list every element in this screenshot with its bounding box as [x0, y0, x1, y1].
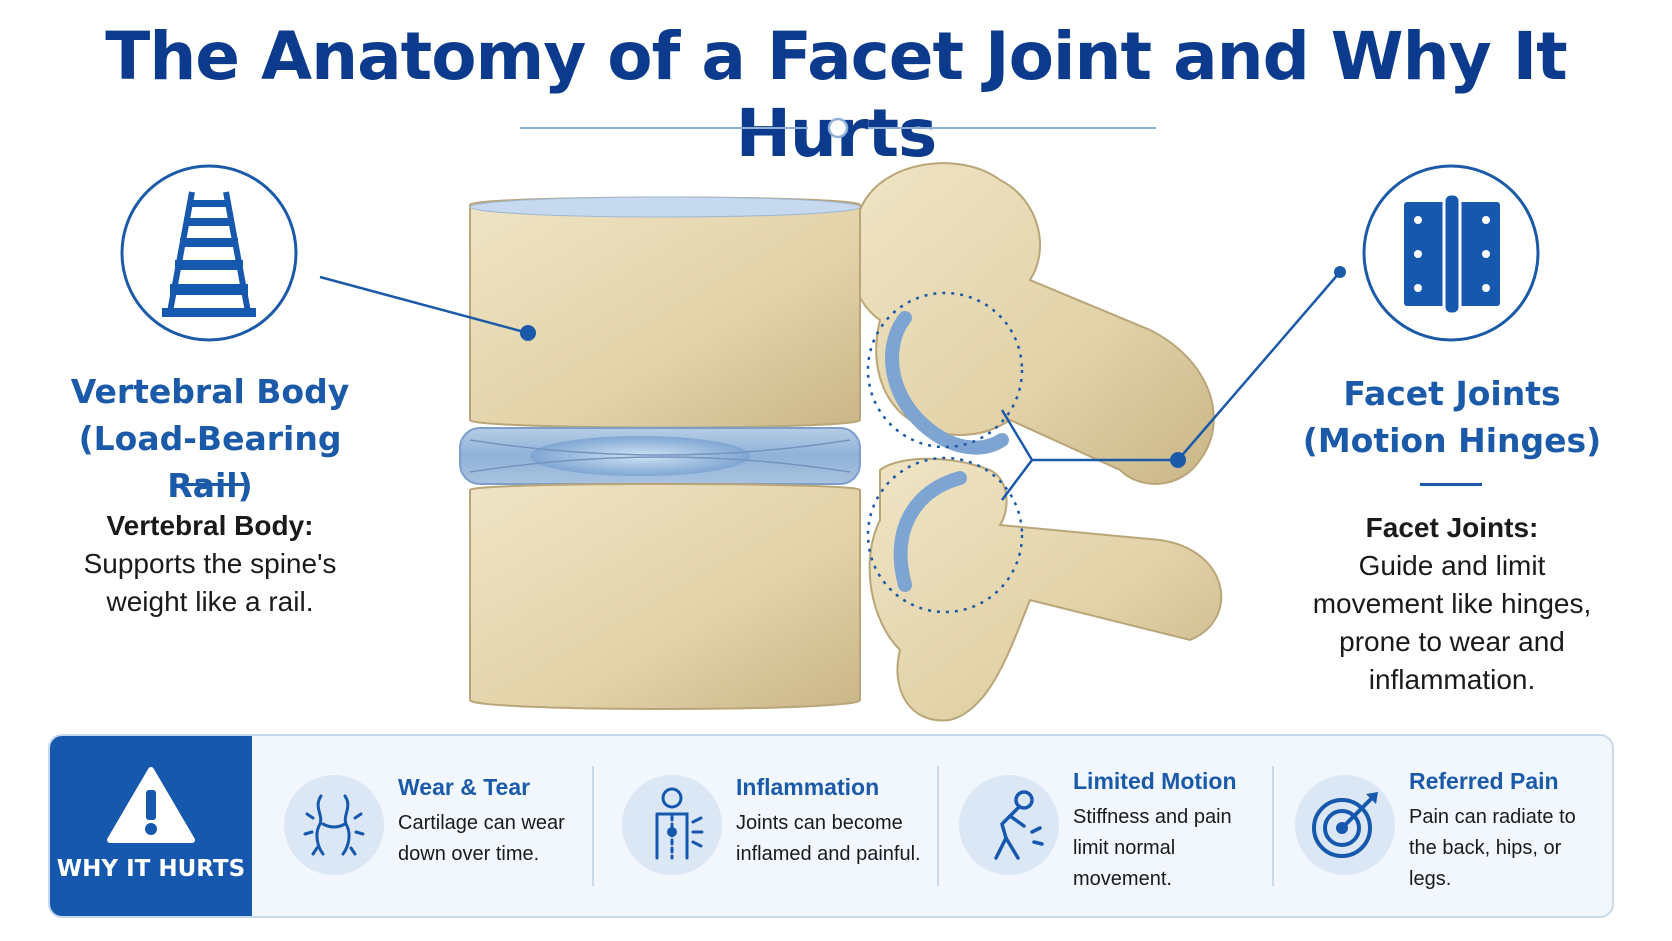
panel-separator [1272, 766, 1274, 886]
railroad-track-icon [120, 164, 298, 342]
reason-text: Cartilage can wear down over time. [398, 812, 565, 865]
reason-title: Referred Pain [1409, 768, 1559, 794]
left-callout-line [319, 275, 529, 335]
reason-title: Inflammation [736, 774, 880, 800]
why-it-hurts-panel: WHY IT HURTS Wear & Tear Cartilage can w… [48, 734, 1614, 918]
target-arrow-icon [1295, 775, 1395, 875]
left-heading-rule [182, 483, 244, 486]
reason-text: Joints can become inflamed and painful. [736, 812, 921, 865]
facet-joint-upper [866, 291, 1024, 455]
vertebral-body-heading: Vertebral Body (Load-Bearing Rail) [70, 372, 350, 505]
reason-text: Stiffness and pain limit normal movement… [1073, 806, 1232, 890]
reason-text: Pain can radiate to the back, hips, or l… [1409, 806, 1576, 890]
vertebral-body-description: Vertebral Body: Supports the spine's wei… [83, 510, 337, 617]
reason-title: Wear & Tear [398, 774, 531, 800]
facet-joint-lower [866, 456, 1024, 614]
upper-vertebra [469, 162, 1215, 485]
facet-joints-description: Facet Joints: Guide and limit movement l… [1312, 512, 1592, 695]
title-divider [520, 117, 1156, 139]
reason-limited-motion: Limited Motion Stiffness and pain limit … [958, 736, 1258, 916]
reason-inflammation: Inflammation Joints can become inflamed … [621, 736, 931, 916]
right-heading-rule [1420, 483, 1482, 486]
panel-separator [937, 766, 939, 886]
bent-person-pain-icon [959, 775, 1059, 875]
facet-joints-heading: Facet Joints (Motion Hinges) [1302, 374, 1602, 460]
why-it-hurts-label: WHY IT HURTS [56, 856, 246, 882]
why-it-hurts-badge: WHY IT HURTS [50, 736, 252, 916]
vertebra-illustration [319, 162, 1346, 722]
lower-vertebra [469, 457, 1223, 722]
reason-referred-pain: Referred Pain Pain can radiate to the ba… [1294, 736, 1604, 916]
worn-joint-icon [284, 775, 384, 875]
inflamed-spine-figure-icon [622, 775, 722, 875]
warning-triangle-icon [107, 767, 195, 843]
door-hinge-icon [1362, 164, 1540, 342]
reason-wear-and-tear: Wear & Tear Cartilage can wear down over… [283, 736, 583, 916]
reason-title: Limited Motion [1073, 768, 1237, 794]
panel-separator [592, 766, 594, 886]
intervertebral-disc [459, 427, 861, 485]
